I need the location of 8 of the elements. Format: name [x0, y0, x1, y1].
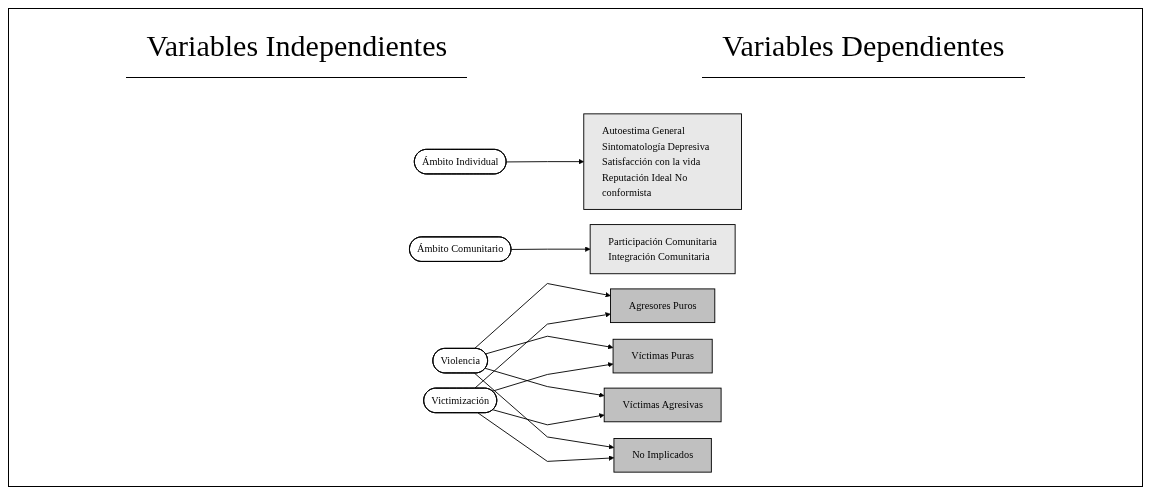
node-box: Agresores Puros [610, 288, 716, 324]
node-box: No Implicados [613, 438, 712, 473]
node-box: Autoestima General Sintomatología Depresiva Satisfacción con la vida Reputación Ideal No conformista [583, 113, 742, 210]
node-box: Víctimas Agresivas [603, 387, 722, 423]
section-heading: Variables Dependientes [702, 29, 1025, 78]
node-box: Participación Comunitaria Integración Comunitaria [589, 224, 736, 275]
node-box: Víctimas Puras [612, 338, 713, 374]
section-heading: Variables Independientes [126, 29, 468, 78]
